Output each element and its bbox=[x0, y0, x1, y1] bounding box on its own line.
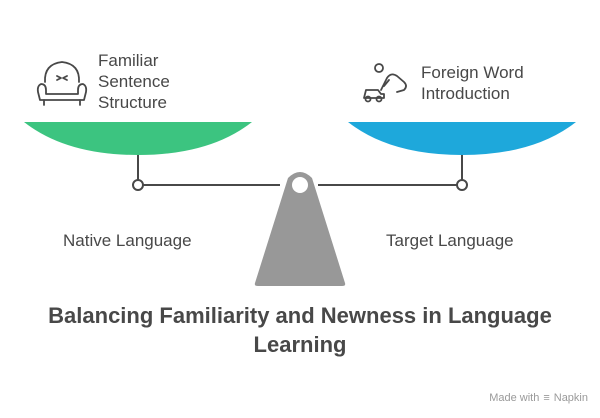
left-pan bbox=[24, 122, 252, 155]
left-pan-label: Familiar Sentence Structure bbox=[98, 50, 170, 113]
left-pivot bbox=[132, 179, 144, 191]
target-language-label: Target Language bbox=[386, 231, 514, 250]
footer-brand: Napkin bbox=[553, 392, 588, 404]
left-pan-label-line: Familiar bbox=[98, 51, 159, 70]
title-line-1: Balancing Familiarity and Newness in Lan… bbox=[48, 303, 552, 328]
napkin-logo-icon: ≡ bbox=[543, 392, 550, 404]
left-pan-label-line: Sentence bbox=[98, 72, 170, 91]
fulcrum bbox=[254, 172, 346, 286]
footer-prefix: Made with bbox=[489, 392, 540, 404]
right-pivot bbox=[456, 179, 468, 191]
armchair-icon bbox=[36, 61, 88, 106]
right-pan-label-line: Introduction bbox=[421, 84, 510, 103]
title-line-2: Learning bbox=[253, 332, 347, 357]
fulcrum-pivot bbox=[292, 177, 308, 193]
made-with-napkin-footer: Made with ≡ Napkin bbox=[489, 392, 588, 404]
diagram-title: Balancing Familiarity and Newness in Lan… bbox=[0, 301, 600, 359]
right-pan bbox=[348, 122, 576, 155]
right-pan-label: Foreign Word Introduction bbox=[421, 62, 524, 104]
native-language-label: Native Language bbox=[63, 231, 192, 250]
person-crawling-car-icon bbox=[363, 63, 407, 103]
left-pan-label-line: Structure bbox=[98, 93, 167, 112]
right-pan-label-line: Foreign Word bbox=[421, 63, 524, 82]
